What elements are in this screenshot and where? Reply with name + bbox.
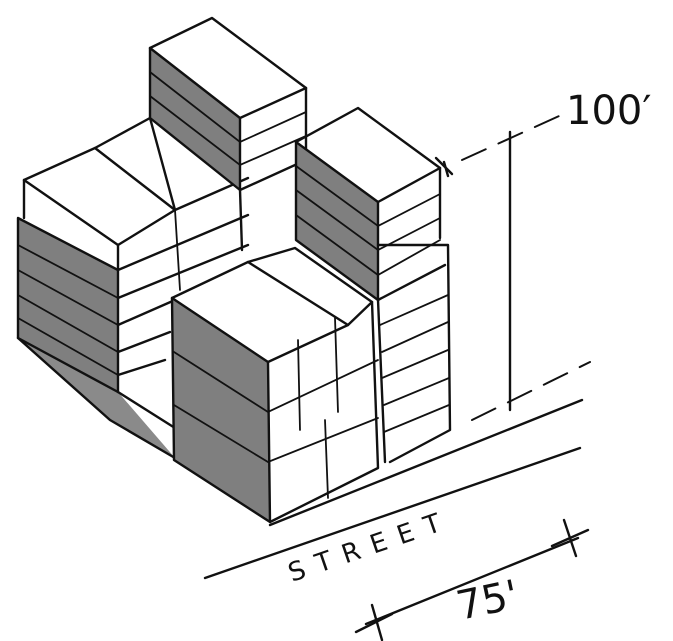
top-tower-shade [150, 48, 240, 190]
right-tower-block [294, 106, 452, 464]
left-slab-shade [18, 218, 118, 392]
street-label: STREET [285, 505, 457, 589]
height-dimension: 100′ [434, 88, 651, 421]
top-tower-block [148, 16, 308, 252]
front-block [170, 246, 380, 524]
width-label: 75' [453, 572, 523, 630]
height-label: 100′ [566, 88, 651, 134]
left-slab-base-shade [18, 338, 175, 458]
front-block-shade [172, 298, 270, 522]
